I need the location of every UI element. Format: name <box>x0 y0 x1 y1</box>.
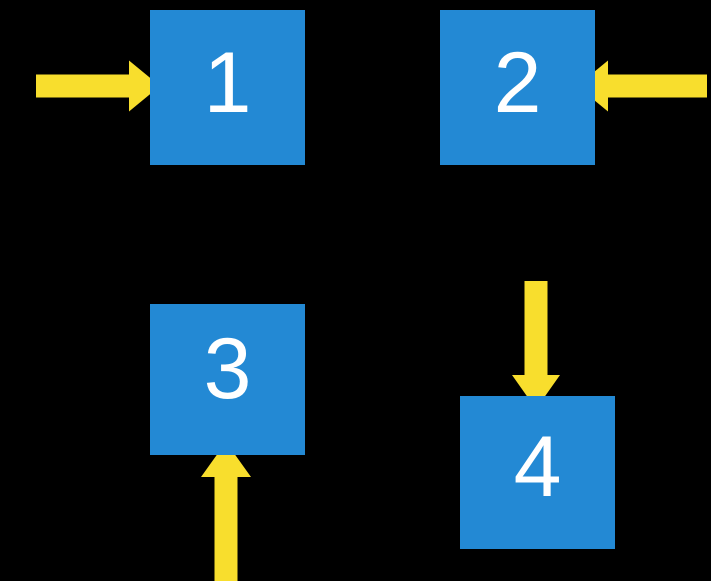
diagram-node-2[interactable]: 2 <box>440 10 595 165</box>
diagram-node-3[interactable]: 3 <box>150 304 305 455</box>
diagram-node-1-label: 1 <box>203 35 252 131</box>
diagram-node-1[interactable]: 1 <box>150 10 305 165</box>
diagram-node-4[interactable]: 4 <box>460 396 615 549</box>
diagram-node-3-label: 3 <box>203 321 252 417</box>
diagram-node-4-label: 4 <box>513 419 562 515</box>
diagram-node-2-label: 2 <box>493 35 542 131</box>
